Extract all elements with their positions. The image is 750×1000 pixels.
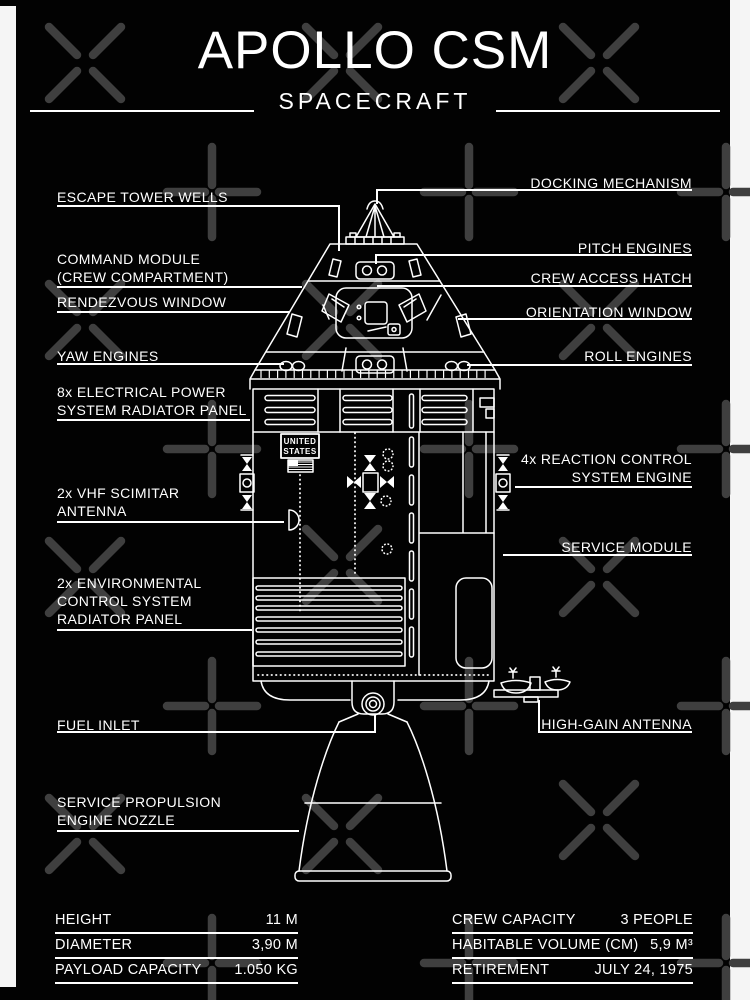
leader-line (57, 521, 284, 523)
label-roll-engines: ROLL ENGINES (584, 348, 692, 364)
subtitle-rule-left (30, 110, 254, 112)
spec-label: RETIREMENT (452, 962, 550, 978)
leader-line (338, 205, 340, 251)
label-pitch-engines: PITCH ENGINES (577, 240, 692, 256)
watermark-plus-icon (419, 913, 519, 1000)
watermark-plus-icon (676, 399, 750, 499)
label-fuel-inlet: FUEL INLET (57, 717, 140, 733)
watermark-x-icon (558, 779, 640, 861)
label-sps-engine-nozzle: SERVICE PROPULSION ENGINE NOZZLE (57, 794, 222, 828)
watermark-x-icon (44, 536, 126, 618)
watermark-plus-icon (676, 142, 750, 242)
service-module: UNITED STATES (239, 388, 511, 682)
watermark-x-icon (44, 793, 126, 875)
spec-value: 3,90 M (251, 937, 298, 953)
spec-row-retirement: RETIREMENT JULY 24, 1975 (452, 960, 693, 984)
spec-value: 3 PEOPLE (620, 912, 693, 928)
flag-text-states: STATES (283, 447, 317, 456)
scimitar-antenna (288, 509, 300, 531)
spec-row-habitable-volume: HABITABLE VOLUME (CM) 5,9 M³ (452, 935, 693, 959)
rcs-quad-center (347, 455, 394, 509)
watermark-x-icon (44, 22, 126, 104)
leader-line (57, 311, 290, 313)
paper-edge-left (0, 6, 16, 987)
sm-tank (455, 577, 493, 669)
label-service-module: SERVICE MODULE (561, 539, 692, 555)
paper-edge-right (730, 0, 750, 1000)
spec-label: PAYLOAD CAPACITY (55, 962, 202, 978)
spec-label: CREW CAPACITY (452, 912, 576, 928)
label-orientation-window: ORIENTATION WINDOW (525, 304, 692, 320)
watermark-x-icon (558, 22, 640, 104)
docking-probe (345, 200, 405, 245)
leader-line (538, 700, 540, 733)
leader-line (375, 254, 692, 256)
watermark-x-icon (44, 279, 126, 361)
page-subtitle: SPACECRAFT (278, 88, 472, 114)
label-crew-access-hatch: CREW ACCESS HATCH (530, 270, 692, 286)
leader-line (374, 714, 376, 733)
leader-line (57, 286, 302, 288)
spec-label: HABITABLE VOLUME (CM) (452, 937, 639, 953)
rcs-quad-left (239, 454, 255, 511)
leader-line (57, 363, 284, 365)
leader-line (57, 830, 299, 832)
spec-value: JULY 24, 1975 (594, 962, 693, 978)
spec-value: 11 M (265, 912, 298, 928)
label-command-module: COMMAND MODULE (CREW COMPARTMENT) (57, 251, 229, 285)
leader-line (515, 486, 692, 488)
command-module (249, 243, 501, 390)
high-gain-antenna (493, 666, 571, 703)
page-title: APOLLO CSM (197, 21, 553, 80)
ecs-radiator-panel (252, 577, 406, 667)
watermark-x-icon (301, 22, 383, 104)
watermark-plus-icon (676, 913, 750, 1000)
label-ecs-radiator-panel: 2x ENVIRONMENTAL CONTROL SYSTEM RADIATOR… (57, 575, 202, 627)
watermark-plus-icon (419, 399, 519, 499)
leader-line (57, 629, 252, 631)
leader-line (458, 318, 692, 320)
spec-row-crew-capacity: CREW CAPACITY 3 PEOPLE (452, 910, 693, 934)
spec-row-diameter: DIAMETER 3,90 M (55, 935, 298, 959)
label-yaw-engines: YAW ENGINES (57, 348, 159, 364)
spec-value: 1.050 KG (234, 962, 298, 978)
label-rendezvous-window: RENDEZVOUS WINDOW (57, 294, 227, 310)
leader-line (376, 189, 692, 191)
label-eps-radiator-panel: 8x ELECTRICAL POWER SYSTEM RADIATOR PANE… (57, 384, 247, 418)
leader-line (57, 419, 250, 421)
watermark-x-icon (558, 279, 640, 361)
aft-section (260, 680, 490, 882)
leader-line (467, 364, 692, 366)
watermark-plus-icon (419, 142, 519, 242)
leader-line (503, 554, 692, 556)
spec-row-height: HEIGHT 11 M (55, 910, 298, 934)
spec-label: DIAMETER (55, 937, 133, 953)
spec-value: 5,9 M³ (650, 937, 693, 953)
leader-line (57, 731, 376, 733)
subtitle-rule-right (496, 110, 720, 112)
united-states-flag: UNITED STATES (280, 433, 320, 473)
label-reaction-control-engine: 4x REACTION CONTROL SYSTEM ENGINE (521, 451, 692, 485)
label-docking-mechanism: DOCKING MECHANISM (530, 175, 692, 191)
watermark-plus-icon (676, 656, 750, 756)
leader-line (538, 731, 692, 733)
leader-line (57, 205, 340, 207)
label-escape-tower-wells: ESCAPE TOWER WELLS (57, 189, 228, 205)
flag-text-united: UNITED (284, 437, 317, 446)
label-vhf-scimitar-antenna: 2x VHF SCIMITAR ANTENNA (57, 485, 180, 519)
leader-line (376, 189, 378, 204)
leader-line (375, 254, 377, 264)
rcs-quad-right (495, 454, 511, 511)
spec-row-payload-capacity: PAYLOAD CAPACITY 1.050 KG (55, 960, 298, 984)
leader-line (377, 285, 692, 287)
spec-label: HEIGHT (55, 912, 112, 928)
label-high-gain-antenna: HIGH-GAIN ANTENNA (541, 716, 692, 732)
watermark-plus-icon (162, 913, 262, 1000)
watermark-plus-icon (162, 399, 262, 499)
